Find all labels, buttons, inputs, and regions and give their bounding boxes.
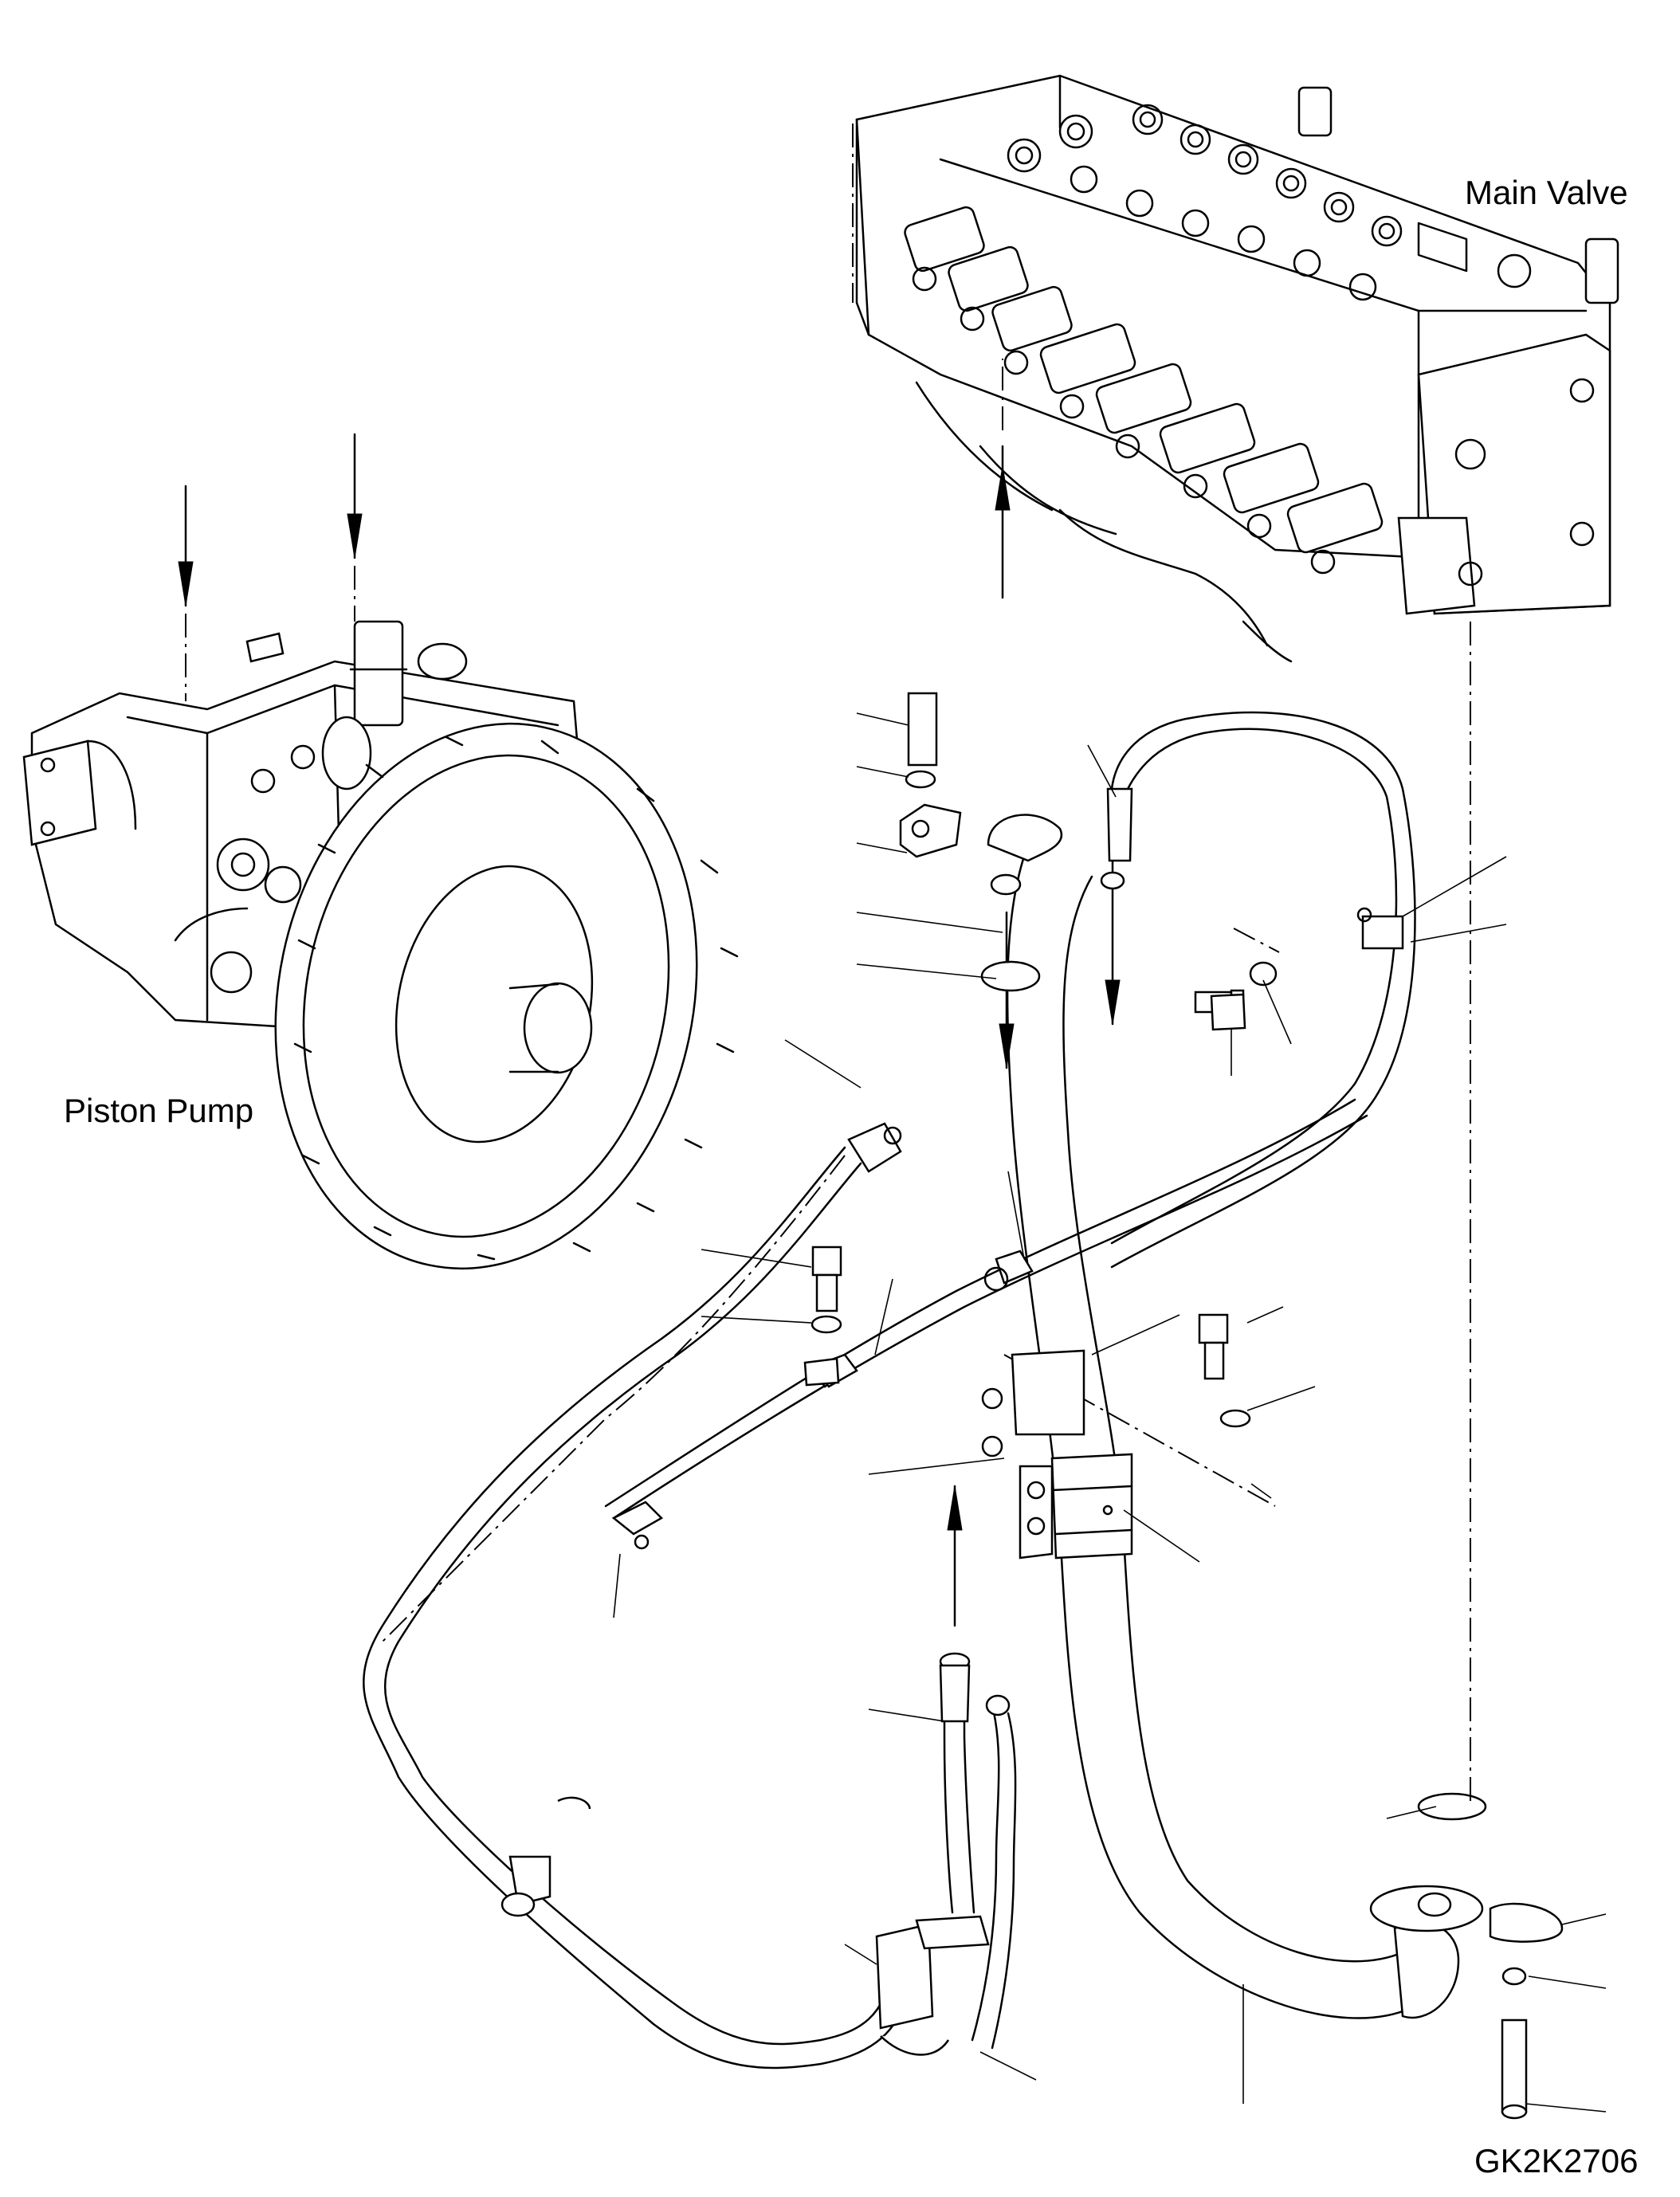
piston-pump-drawing [22,620,739,1270]
main-valve-drawing [852,74,1619,663]
main-valve-label: Main Valve [1465,174,1628,211]
leader-lines [613,712,1607,2113]
piston-pump-label: Piston Pump [64,1092,254,1129]
hoses-and-pipes [363,692,1564,2120]
drawing-code-label: GK2K2706 [1474,2142,1639,2179]
